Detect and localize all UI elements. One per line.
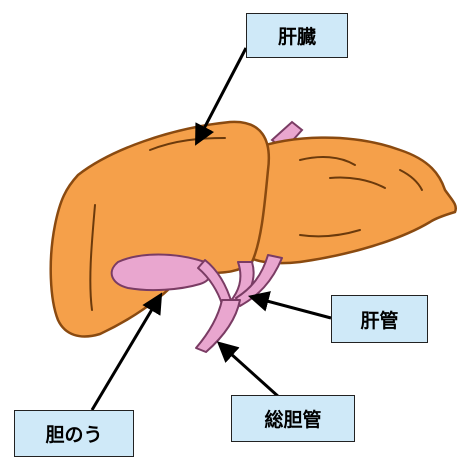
label-gallbladder: 胆のう <box>14 410 134 457</box>
liver-right-lobe <box>245 138 456 264</box>
arrow-hepatic-duct <box>252 297 331 318</box>
label-common-bile-duct: 総胆管 <box>231 395 355 442</box>
gallbladder-shape <box>112 255 212 291</box>
label-hepatic-duct: 肝管 <box>331 295 428 343</box>
label-liver: 肝臓 <box>246 13 348 58</box>
bile-ducts <box>196 255 282 352</box>
arrow-common-bile-duct <box>220 344 280 398</box>
